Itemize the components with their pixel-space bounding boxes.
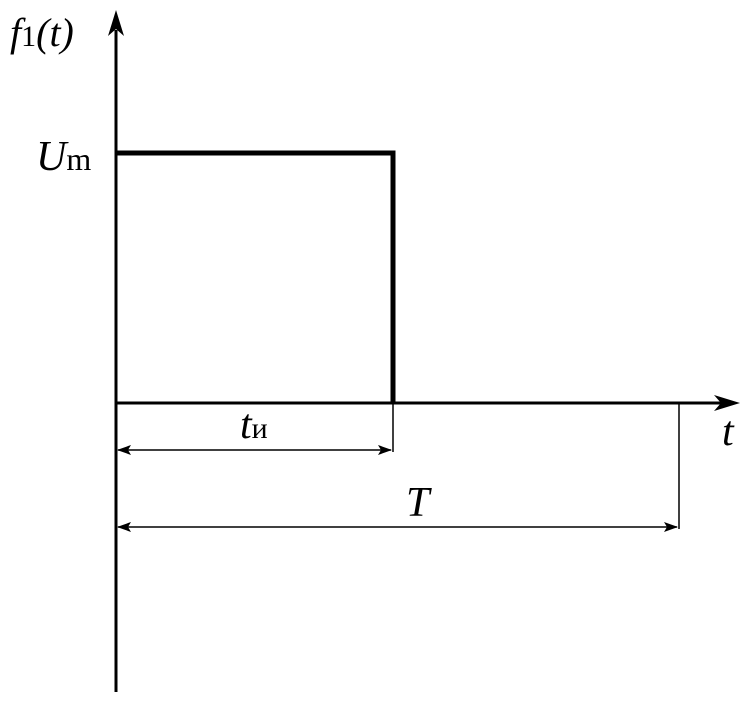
x-axis-label: t <box>722 409 735 455</box>
amplitude-label: Um <box>36 134 91 180</box>
x-axis-arrowhead <box>714 395 740 411</box>
period-label: T <box>406 480 432 526</box>
y-axis-label: f1(t) <box>10 10 74 55</box>
pulse-waveform <box>116 150 396 403</box>
y-axis-arrowhead <box>108 10 124 36</box>
pulse-width-label: tи <box>240 402 268 448</box>
